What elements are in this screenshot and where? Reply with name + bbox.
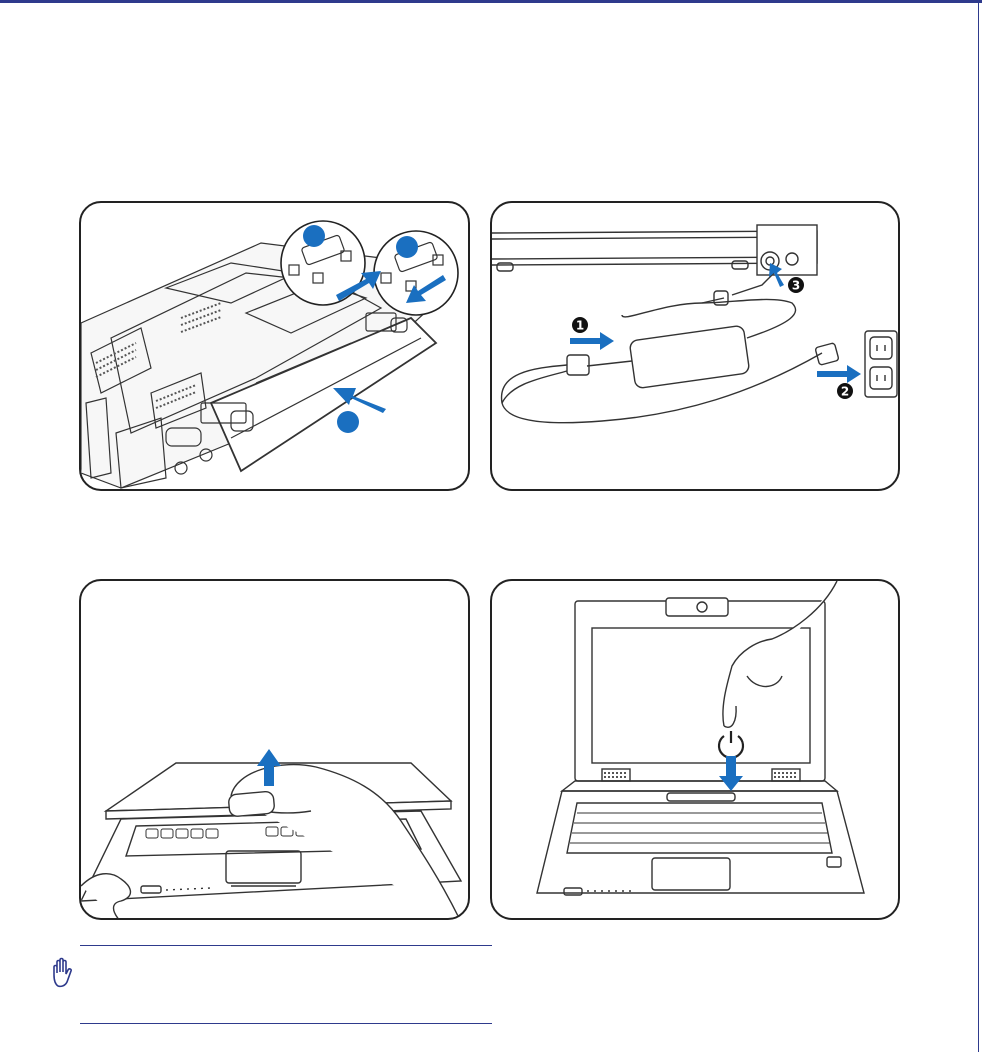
note-rule-bottom — [80, 1023, 492, 1024]
arrow-ac-cord-icon — [570, 332, 614, 350]
power-adapter-illustration: 1 2 3 — [492, 203, 900, 491]
battery-illustration — [81, 203, 470, 491]
illustration-install-battery — [79, 201, 470, 491]
illustration-open-display — [79, 579, 470, 920]
step-marker-b — [396, 236, 418, 258]
svg-text:3: 3 — [792, 279, 800, 293]
header-rule — [0, 0, 982, 3]
open-lid-illustration — [81, 581, 470, 920]
svg-text:1: 1 — [576, 319, 584, 333]
margin-rule — [978, 0, 979, 1052]
step-marker-2: 2 — [837, 383, 853, 399]
step-marker-c — [337, 411, 359, 433]
illustration-power-on — [490, 579, 900, 920]
svg-text:2: 2 — [841, 385, 849, 399]
note-rule-top — [80, 945, 492, 946]
step-marker-a — [303, 225, 325, 247]
step-marker-1: 1 — [572, 317, 588, 333]
hand-stop-icon — [50, 955, 76, 989]
step-marker-3: 3 — [788, 277, 804, 293]
power-button-illustration — [492, 581, 900, 920]
arrow-wall-plug-icon — [817, 365, 861, 383]
illustration-connect-power: 1 2 3 — [490, 201, 900, 491]
